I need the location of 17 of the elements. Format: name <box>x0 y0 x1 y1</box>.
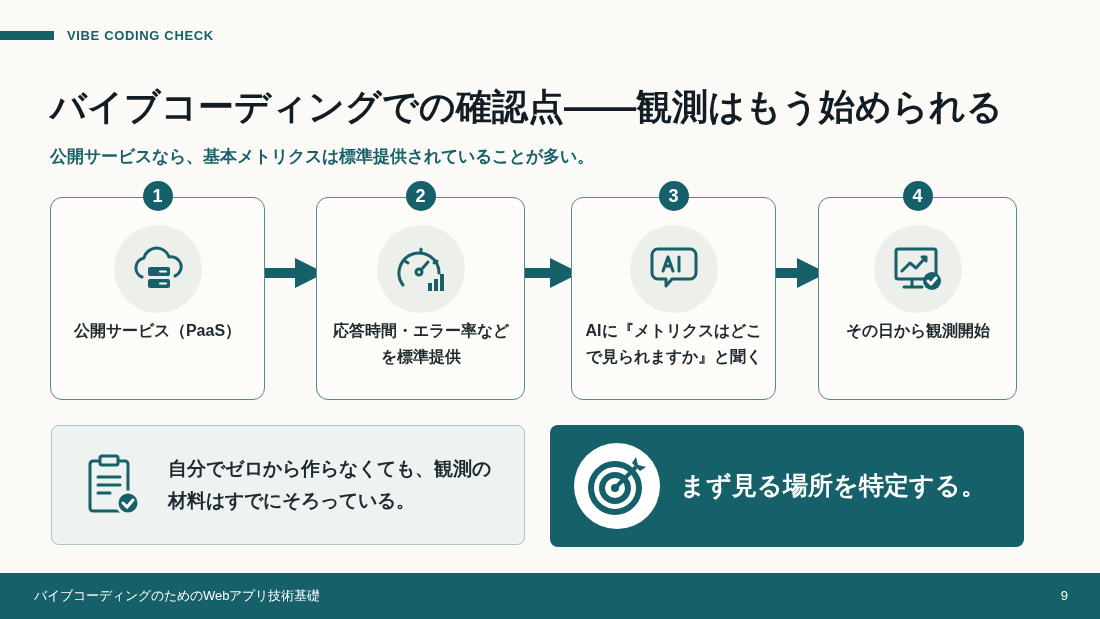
title: バイブコーディングでの確認点――観測はもう始められる <box>50 85 1003 129</box>
info-card <box>51 425 525 545</box>
step-number: 2 <box>405 181 436 211</box>
page-number: 9 <box>1060 587 1068 605</box>
step-label: 応答時間・エラー率などを標準提供 <box>331 321 510 368</box>
info-text: 自分でゼロから作らなくても、観測の材料はすでにそろっている。 <box>168 456 492 513</box>
highlight-card <box>550 425 1024 547</box>
footer-text: バイブコーディングのためのWebアプリ技術基礎 <box>34 587 321 605</box>
step-number: 4 <box>902 181 933 211</box>
step-number: 1 <box>142 181 173 211</box>
subtitle: 公開サービスなら、基本メトリクスは標準提供されていることが多い。 <box>50 146 594 168</box>
highlight-text: まず見る場所を特定する。 <box>680 470 986 502</box>
step-number: 3 <box>658 181 689 211</box>
step-label: 公開サービス（PaaS） <box>73 321 242 341</box>
step-label: AIに『メトリクスはどこで見られますか』と聞く <box>584 321 763 368</box>
step-label: その日から観測開始 <box>845 321 990 341</box>
section-label: VIBE CODING CHECK <box>67 27 214 45</box>
